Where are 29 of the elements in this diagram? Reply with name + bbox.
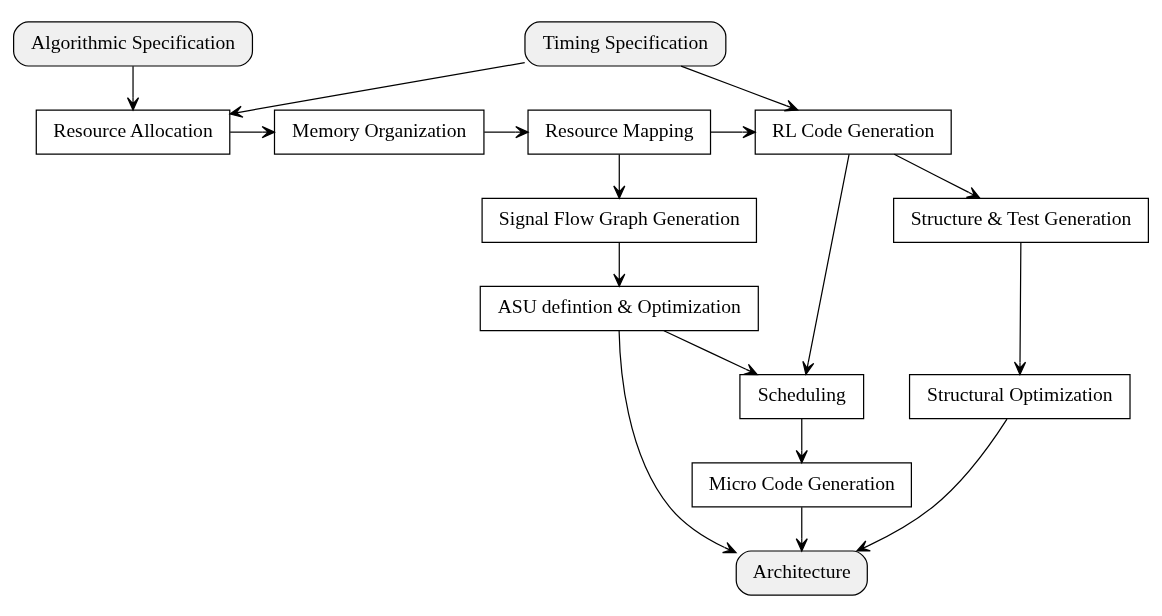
arrow — [1013, 241, 1027, 375]
arrow — [795, 506, 808, 551]
arrow — [229, 61, 526, 118]
arrow — [613, 153, 626, 199]
arrow — [618, 329, 737, 553]
node-box: Algorithmic Specification — [13, 20, 254, 67]
arrow — [613, 241, 626, 287]
node-box: Timing Specification — [524, 20, 727, 67]
arrow — [680, 65, 799, 111]
node-box: Resource Mapping — [527, 108, 712, 155]
node-box: Structure & Test Generation — [893, 197, 1149, 243]
node-box: RL Code Generation — [754, 108, 952, 155]
arrow — [126, 65, 140, 111]
arrow — [483, 125, 529, 138]
arrow — [802, 153, 850, 375]
arrow — [893, 153, 981, 199]
arrow — [795, 418, 808, 463]
node-box: Structural Optimization — [908, 373, 1131, 419]
arrow — [710, 125, 756, 138]
node-box: Architecture — [735, 549, 868, 596]
node-box: Resource Allocation — [35, 108, 231, 155]
node-box: ASU defintion & Optimization — [479, 285, 759, 331]
node-box: Memory Organization — [273, 108, 485, 155]
node-box: Scheduling — [739, 373, 865, 419]
node-box: Signal Flow Graph Generation — [481, 197, 758, 243]
arrow — [663, 329, 758, 375]
node-box: Micro Code Generation — [691, 461, 912, 508]
arrow — [856, 417, 1008, 552]
arrow — [229, 125, 276, 138]
